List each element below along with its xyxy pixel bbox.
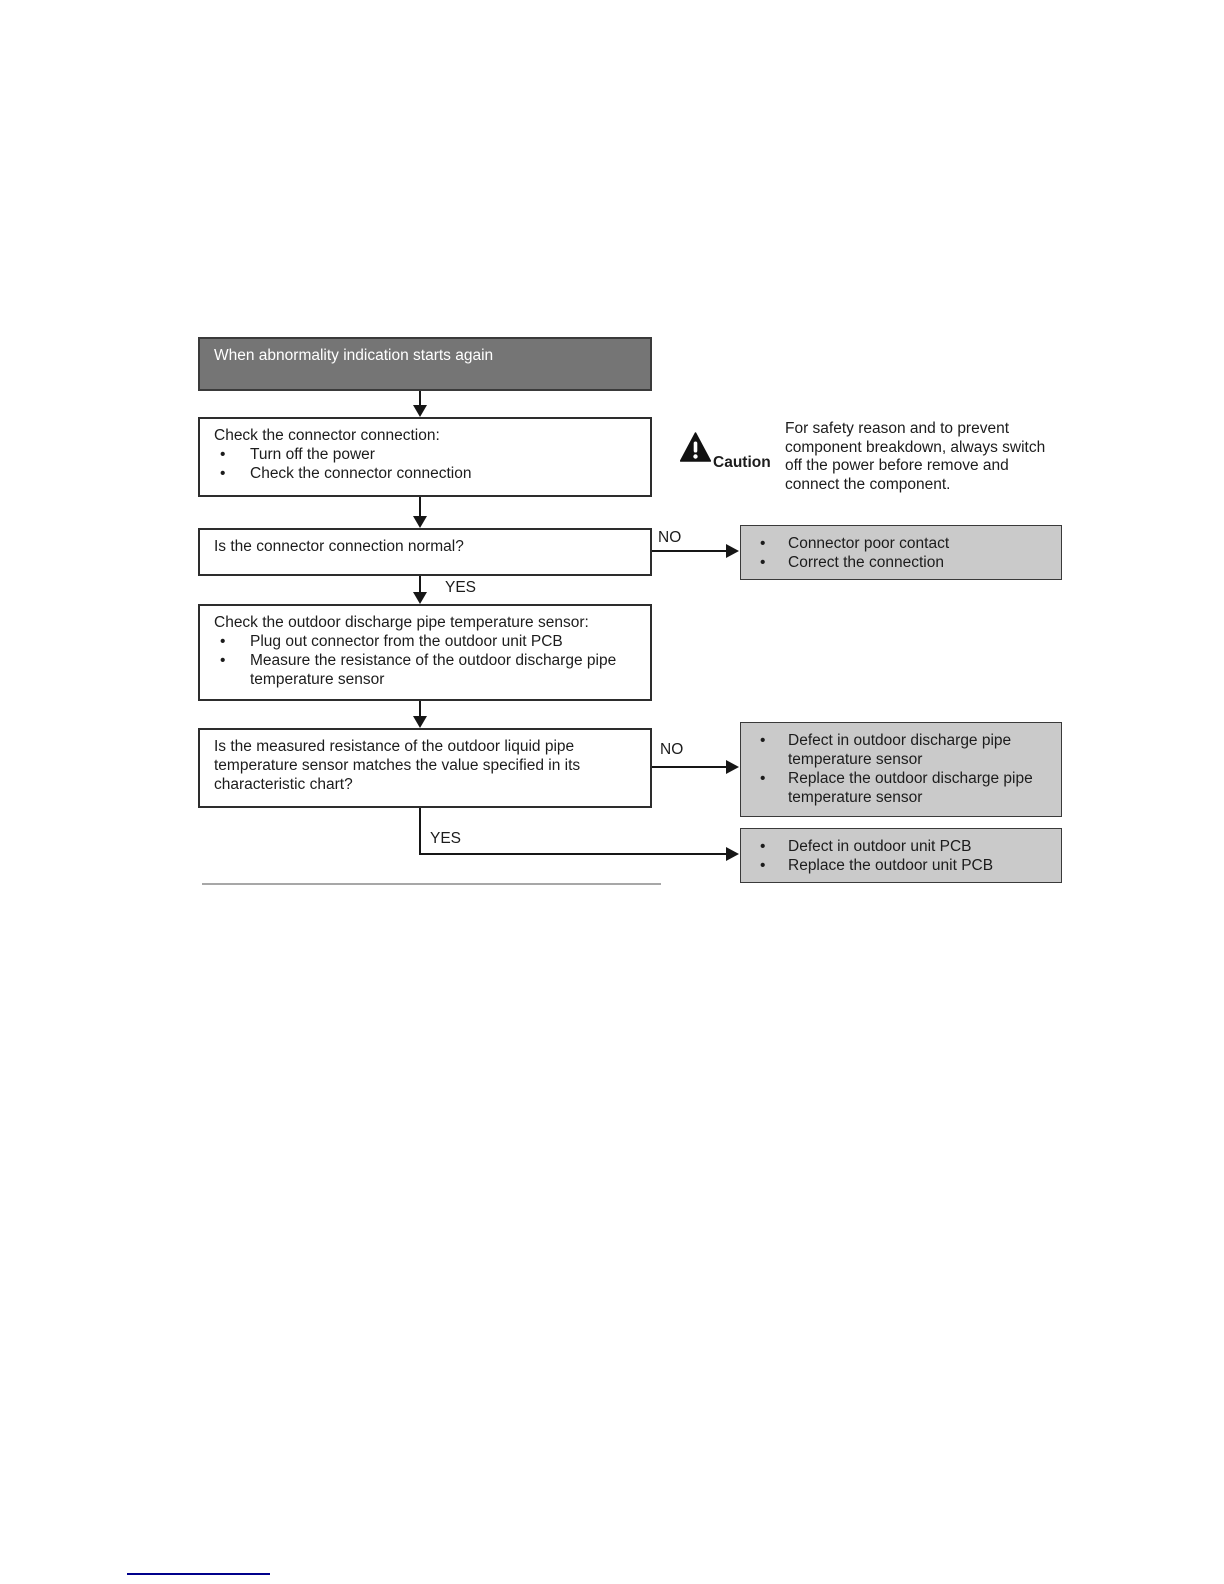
flow-start-label: When abnormality indication starts again <box>214 347 494 364</box>
connector-line <box>419 391 421 406</box>
flow-decision1-question: Is the connector connection normal? <box>214 538 464 555</box>
flow-step2-bullet-1-text: Plug out connector from the outdoor unit… <box>250 633 563 650</box>
warning-triangle-icon <box>680 432 711 462</box>
flow-result3-bullet-2: Replace the outdoor unit PCB <box>753 856 1049 875</box>
flow-step2-box: Check the outdoor discharge pipe tempera… <box>198 604 652 701</box>
flow-step1-bullet-2-text: Check the connector connection <box>250 465 472 482</box>
arrow-down-icon <box>413 592 427 604</box>
connector-line <box>419 701 421 716</box>
connector-line <box>652 766 727 768</box>
arrow-right-icon <box>726 760 739 774</box>
flow-step1-box: Check the connector connection: Turn off… <box>198 417 652 497</box>
connector-line <box>419 808 421 855</box>
flow-result3-bullet-1: Defect in outdoor unit PCB <box>753 837 1049 856</box>
caution-text: For safety reason and to prevent compone… <box>785 420 1046 493</box>
flow-step2-bullet-2: Measure the resistance of the outdoor di… <box>214 651 636 689</box>
flow-step2-bullet-1: Plug out connector from the outdoor unit… <box>214 632 636 651</box>
connector-line <box>652 550 727 552</box>
arrow-down-icon <box>413 516 427 528</box>
flow-result1-bullet-2: Correct the connection <box>753 553 1049 572</box>
connector-line <box>419 576 421 592</box>
flow-result3-bullet-2-text: Replace the outdoor unit PCB <box>788 857 994 874</box>
scan-artifact-line <box>202 883 661 885</box>
yes-label-2: YES <box>430 830 462 847</box>
flow-step1-bullet-1: Turn off the power <box>214 445 636 464</box>
flow-step1-title: Check the connector connection: <box>214 427 440 444</box>
arrow-right-icon <box>726 847 739 861</box>
no-label-2: NO <box>660 741 684 758</box>
arrow-down-icon <box>413 716 427 728</box>
flow-result1-bullet-1: Connector poor contact <box>753 534 1049 553</box>
connector-line <box>419 497 421 516</box>
flow-decision2-box: Is the measured resistance of the outdoo… <box>198 728 652 808</box>
flow-step2-title: Check the outdoor discharge pipe tempera… <box>214 614 589 631</box>
flow-decision2-question: Is the measured resistance of the outdoo… <box>214 738 581 793</box>
arrow-down-icon <box>413 405 427 417</box>
flow-start-box: When abnormality indication starts again <box>198 337 652 391</box>
footer-rule <box>127 1573 270 1575</box>
caution-label: Caution <box>713 454 771 471</box>
flow-step1-bullet-2: Check the connector connection <box>214 464 636 483</box>
flow-result2-bullet-1: Defect in outdoor discharge pipe tempera… <box>753 731 1049 769</box>
flow-result2-box: Defect in outdoor discharge pipe tempera… <box>740 722 1062 817</box>
flow-decision1-box: Is the connector connection normal? <box>198 528 652 576</box>
flow-step2-bullet-2-text: Measure the resistance of the outdoor di… <box>250 652 617 688</box>
flow-result3-bullet-1-text: Defect in outdoor unit PCB <box>788 838 972 855</box>
no-label-1: NO <box>658 529 682 546</box>
flow-result2-bullet-1-text: Defect in outdoor discharge pipe tempera… <box>788 732 1012 768</box>
flow-result1-bullet-2-text: Correct the connection <box>788 554 944 571</box>
flow-result2-bullet-2-text: Replace the outdoor discharge pipe tempe… <box>788 770 1033 806</box>
flow-result1-bullet-1-text: Connector poor contact <box>788 535 950 552</box>
yes-label-1: YES <box>445 579 477 596</box>
flow-result2-bullet-2: Replace the outdoor discharge pipe tempe… <box>753 769 1049 807</box>
arrow-right-icon <box>726 544 739 558</box>
connector-line <box>419 853 726 855</box>
flow-result3-box: Defect in outdoor unit PCB Replace the o… <box>740 828 1062 883</box>
flow-result1-box: Connector poor contact Correct the conne… <box>740 525 1062 580</box>
flow-step1-bullet-1-text: Turn off the power <box>250 446 375 463</box>
